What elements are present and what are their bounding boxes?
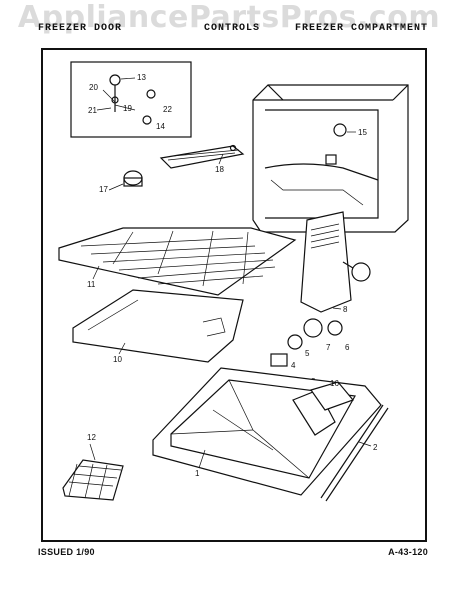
part-16-insert: 16 [310,379,355,411]
footer-issued: ISSUED 1/90 [38,547,95,557]
inset-box: 13 20 19 21 22 14 [70,61,192,138]
part-15-light [333,123,347,137]
callout-4: 4 [291,361,296,370]
callout-2: 2 [373,443,378,452]
exploded-parts-diagram: 13 20 19 21 22 14 15 18 17 [58,61,409,502]
part-10-plate: 10 [72,289,244,364]
callout-15: 15 [358,128,367,137]
part-12-ice-tray: 12 [62,433,124,501]
callout-22: 22 [163,105,172,114]
part-2-trim: 2 [320,404,389,502]
part-4-motor [270,353,288,367]
callout-7: 7 [326,343,331,352]
part-1-liner: 1 [152,367,382,496]
part-5-fan [287,334,303,350]
callout-16: 16 [330,379,339,388]
part-11-wire-shelf: 11 [58,227,297,296]
fan-assembly: 5 7 6 4 3 [270,318,350,386]
callout-21: 21 [88,106,97,115]
callout-11: 11 [87,280,96,289]
part-17-roller: 17 [99,170,143,194]
page-header: FREEZER DOOR CONTROLS FREEZER COMPARTMEN… [38,23,428,37]
callout-1: 1 [195,469,200,478]
header-left: FREEZER DOOR [38,23,123,34]
footer-code: A-43-120 [388,547,428,557]
callout-19: 19 [123,104,132,113]
header-center: CONTROLS [204,23,261,34]
header-right: FREEZER COMPARTMENT [294,23,428,34]
callout-17: 17 [99,185,108,194]
callout-10: 10 [113,355,122,364]
part-13-knob [109,74,121,86]
callout-5: 5 [305,349,310,358]
part-7-fan-blade [303,318,323,338]
part-6-grommet [327,320,343,336]
freezer-cabinet: 15 [252,84,409,233]
part-18-shelf: 18 [159,144,245,174]
part-8-evaporator-cover: 8 [300,211,371,314]
callout-13: 13 [137,73,146,82]
diagram-frame [41,48,427,542]
callout-8: 8 [343,305,348,314]
callout-6: 6 [345,343,350,352]
callout-12: 12 [87,433,96,442]
part-14-button [142,115,152,125]
part-22-clip [146,89,156,99]
callout-14: 14 [156,122,165,131]
callout-18: 18 [215,165,224,174]
callout-20: 20 [89,83,98,92]
